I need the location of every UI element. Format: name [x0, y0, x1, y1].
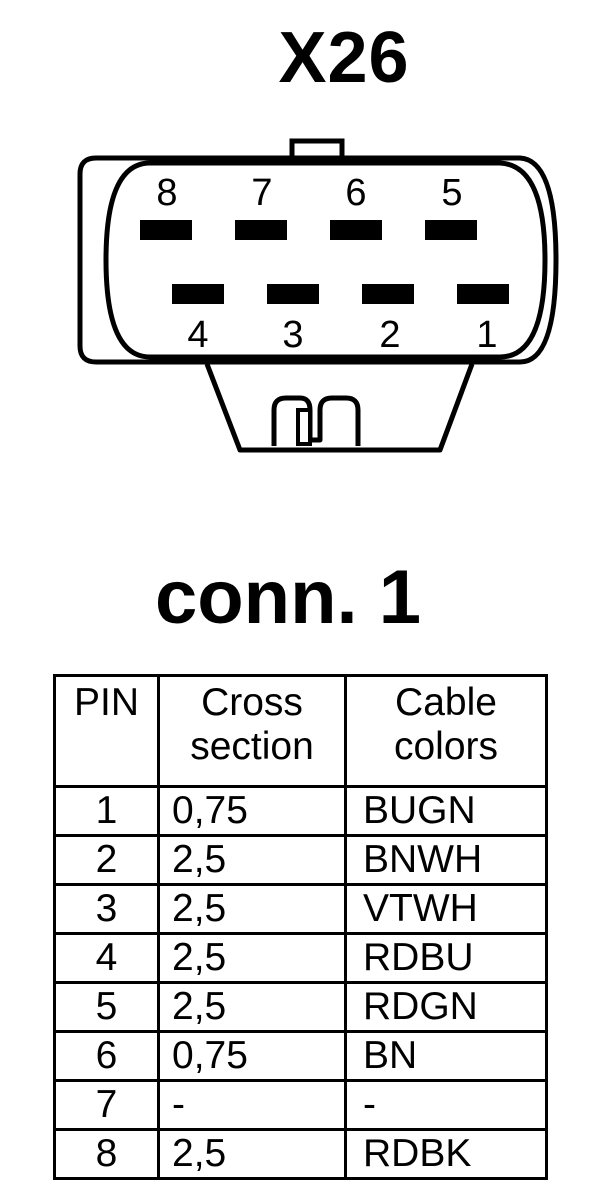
table-row: 1 0,75 BUGN — [53, 785, 548, 837]
pin-slot-4 — [172, 284, 224, 304]
connector-diagram: 8 7 6 5 4 3 2 1 — [77, 138, 559, 453]
header-cross-section-line-2: section — [190, 725, 314, 768]
cell-cross-section: 2,5 — [157, 981, 347, 1033]
pin-slot-7 — [235, 220, 287, 240]
header-cable-colors: Cable colors — [344, 674, 548, 788]
pin-table: PIN Cross section Cable colors 1 0,75 BU… — [53, 674, 548, 1180]
table-row: 7 - - — [53, 1079, 548, 1131]
connector-clip-slot-inner — [296, 408, 312, 446]
pin-label-4: 4 — [187, 314, 208, 356]
cell-cable-color: VTWH — [344, 883, 548, 935]
cell-cross-section: - — [157, 1079, 347, 1131]
pin-table-header-row: PIN Cross section Cable colors — [53, 674, 548, 788]
connector-name-title: conn. 1 — [154, 555, 422, 640]
cell-cable-color: - — [344, 1079, 548, 1131]
header-cross-section: Cross section — [157, 674, 347, 788]
cell-pin: 5 — [53, 981, 160, 1033]
cell-pin: 6 — [53, 1030, 160, 1082]
connector-clip-slot — [271, 395, 361, 446]
connector-housing-inner — [103, 160, 548, 360]
pin-label-5: 5 — [441, 172, 462, 214]
cell-cable-color: BUGN — [344, 785, 548, 837]
pin-label-1: 1 — [476, 314, 497, 356]
cell-cable-color: RDGN — [344, 981, 548, 1033]
cell-pin: 4 — [53, 932, 160, 984]
pin-slot-5 — [425, 220, 477, 240]
header-pin: PIN — [53, 674, 160, 788]
pin-label-3: 3 — [282, 314, 303, 356]
cell-pin: 7 — [53, 1079, 160, 1131]
header-cross-section-line-1: Cross — [201, 681, 303, 724]
pin-label-7: 7 — [251, 172, 272, 214]
pin-label-6: 6 — [345, 172, 366, 214]
table-row: 8 2,5 RDBK — [53, 1128, 548, 1180]
pin-slot-8 — [140, 220, 192, 240]
cell-pin: 3 — [53, 883, 160, 935]
pin-slot-2 — [362, 284, 414, 304]
cell-pin: 2 — [53, 834, 160, 886]
cell-cross-section: 0,75 — [157, 785, 347, 837]
cell-cable-color: BN — [344, 1030, 548, 1082]
cell-cross-section: 2,5 — [157, 1128, 347, 1180]
connector-bottom-clip — [204, 363, 475, 453]
cell-cross-section: 2,5 — [157, 932, 347, 984]
cell-cable-color: RDBU — [344, 932, 548, 984]
cell-pin: 8 — [53, 1128, 160, 1180]
header-cable-colors-line-2: colors — [393, 725, 499, 768]
table-row: 2 2,5 BNWH — [53, 834, 548, 886]
connector-id-title: X26 — [278, 18, 410, 98]
pin-slot-6 — [330, 220, 382, 240]
cell-pin: 1 — [53, 785, 160, 837]
table-row: 3 2,5 VTWH — [53, 883, 548, 935]
cell-cable-color: RDBK — [344, 1128, 548, 1180]
table-row: 6 0,75 BN — [53, 1030, 548, 1082]
pin-slot-3 — [267, 284, 319, 304]
cell-cross-section: 0,75 — [157, 1030, 347, 1082]
cell-cross-section: 2,5 — [157, 834, 347, 886]
cell-cross-section: 2,5 — [157, 883, 347, 935]
pin-slot-1 — [457, 284, 509, 304]
pin-label-8: 8 — [156, 172, 177, 214]
table-row: 4 2,5 RDBU — [53, 932, 548, 984]
cell-cable-color: BNWH — [344, 834, 548, 886]
header-cable-colors-line-1: Cable — [395, 681, 497, 724]
table-row: 5 2,5 RDGN — [53, 981, 548, 1033]
pin-label-2: 2 — [379, 314, 400, 356]
